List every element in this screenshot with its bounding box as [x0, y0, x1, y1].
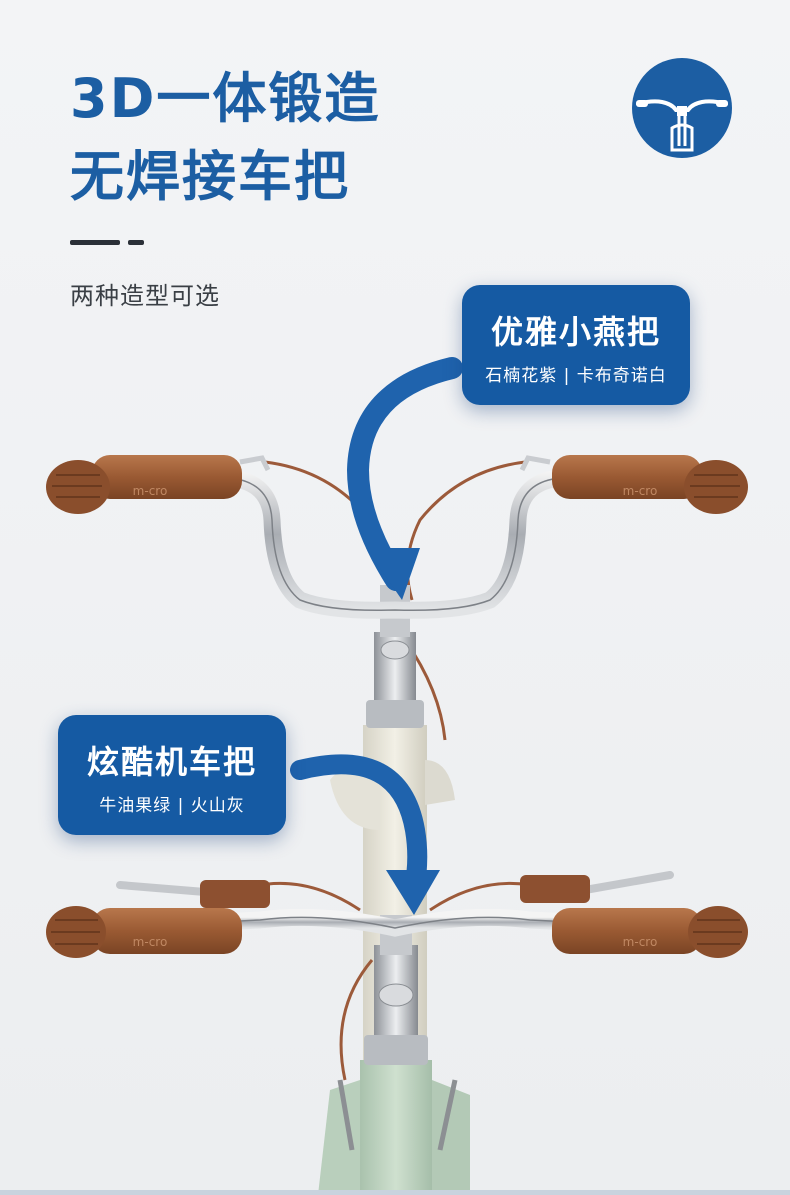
option-colors: 牛油果绿 | 火山灰	[99, 796, 245, 816]
arrow-lower-icon	[290, 754, 440, 915]
grip-logo-left-2: m-cro	[133, 935, 168, 949]
option-name: 优雅小燕把	[490, 313, 661, 351]
arrow-upper-icon	[346, 357, 463, 600]
headline-line-2: 无焊接车把	[70, 145, 350, 208]
divider-long	[70, 240, 120, 245]
subtitle: 两种造型可选	[70, 282, 220, 310]
option-badge-moto: 炫酷机车把 牛油果绿 | 火山灰	[58, 715, 286, 835]
grip-logo-right: m-cro	[623, 484, 658, 498]
divider-short	[128, 240, 144, 245]
bottom-divider	[0, 1190, 790, 1195]
headline-line-1: 3D一体锻造	[70, 67, 381, 130]
option-badge-swallow: 优雅小燕把 石楠花紫 | 卡布奇诺白	[462, 285, 690, 405]
option-colors: 石楠花紫 | 卡布奇诺白	[485, 366, 667, 386]
grip-logo-left: m-cro	[133, 484, 168, 498]
handlebar-icon	[632, 58, 732, 158]
option-name: 炫酷机车把	[86, 743, 257, 781]
grip-logo-right-2: m-cro	[623, 935, 658, 949]
